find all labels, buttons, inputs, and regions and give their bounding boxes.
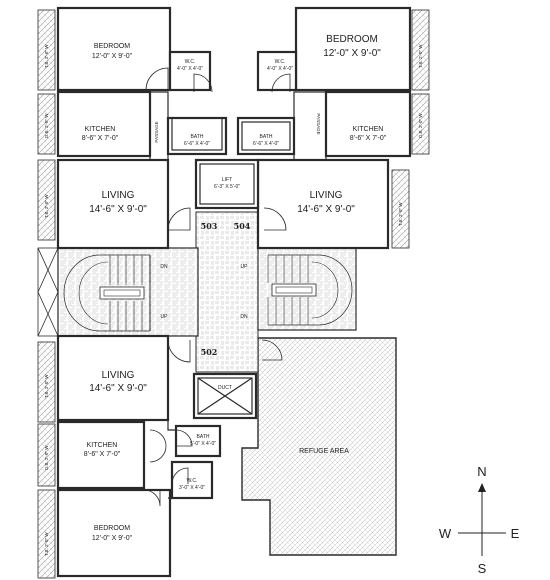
door-swings	[143, 67, 291, 507]
flat-number-503: 503	[201, 221, 218, 231]
room-bedroom-tl	[56, 6, 172, 92]
label-bath-tl-size: 6'-6" X 4'-0"	[184, 141, 210, 147]
compass-arrow-icon	[478, 483, 486, 492]
balcony-label: T.B. 2'-0" W	[44, 374, 49, 398]
flat-number-502: 502	[201, 347, 218, 357]
balcony-labels: T.B. 2'-0" W D.B. 2'-0" W T.B. 2'-0" W T…	[44, 44, 423, 556]
label-bath-tl-name: BATH	[191, 134, 204, 140]
balcony-label: D.B. 2'-0" W	[418, 113, 423, 138]
label-kitchen-b-name: KITCHEN	[87, 442, 118, 449]
label-refuge-area: REFUGE AREA	[299, 448, 349, 455]
balcony-label: T.B. 2'-0" W	[44, 194, 49, 218]
balcony-top-right-2	[411, 93, 430, 155]
room-bath-b	[174, 424, 222, 458]
label-living-tl-name: LIVING	[102, 190, 135, 201]
compass: N S W E	[439, 464, 520, 576]
balcony-label: T.B. 2'-0" W	[418, 44, 423, 68]
balcony-bottom-1	[37, 341, 56, 423]
room-bedroom-b	[56, 488, 172, 578]
shaft-left	[37, 247, 59, 337]
label-bedroom-b-name: BEDROOM	[94, 525, 130, 532]
label-kitchen-tl-name: KITCHEN	[85, 126, 116, 133]
label-bath-b-size: 5'-0" X 4'-0"	[190, 441, 216, 447]
room-kitchen-b	[56, 420, 146, 490]
balcony-label: T.B. 2'-0" W	[398, 202, 403, 226]
balcony-bottom-3	[37, 489, 56, 579]
rooms	[56, 6, 412, 578]
label-living-tr-name: LIVING	[310, 190, 343, 201]
label-wc-b-name: W.C.	[187, 478, 198, 484]
balcony-top-left-2	[37, 93, 56, 155]
label-passage-left: PASSAGE	[154, 121, 159, 142]
room-wc-b	[170, 460, 214, 500]
balcony-top-left-3	[37, 159, 56, 241]
stair-labels: DN UP UP DN	[160, 264, 248, 320]
label-wc-tr-name: W.C.	[275, 59, 286, 65]
room-living-b	[56, 334, 170, 422]
room-kitchen-tr	[324, 90, 412, 158]
balconies	[37, 9, 430, 579]
label-living-b-size: 14'-6" X 9'-0"	[89, 383, 147, 394]
room-wc-tl	[168, 50, 212, 92]
label-stair-dn: DN	[160, 264, 168, 270]
compass-north: N	[477, 464, 486, 479]
label-kitchen-tr-name: KITCHEN	[353, 126, 384, 133]
balcony-top-left-1	[37, 9, 56, 91]
balcony-label: D.B. 2'-0" W	[44, 445, 49, 470]
label-kitchen-tl-size: 8'-6" X 7'-0"	[82, 135, 119, 142]
label-living-b-name: LIVING	[102, 370, 135, 381]
label-stair-up: UP	[161, 314, 169, 320]
label-bedroom-tr-name: BEDROOM	[326, 34, 378, 45]
label-bedroom-tl-size: 12'-0" X 9'-0"	[92, 53, 133, 60]
balcony-label: T.B. 2'-0" W	[44, 44, 49, 68]
label-living-tr-size: 14'-6" X 9'-0"	[297, 204, 355, 215]
balcony-label: T.B. 2'-0" W	[44, 532, 49, 556]
label-passage-right: PASSAGE	[316, 113, 321, 134]
label-stair-dn: DN	[240, 314, 248, 320]
room-kitchen-tl	[56, 90, 152, 158]
label-living-tl-size: 14'-6" X 9'-0"	[89, 204, 147, 215]
compass-east: E	[511, 526, 520, 541]
partitions	[149, 91, 327, 576]
label-stair-up: UP	[241, 264, 249, 270]
label-lift-name: LIFT	[222, 177, 232, 183]
label-bath-b-name: BATH	[197, 434, 210, 440]
compass-south: S	[478, 561, 487, 576]
label-wc-tl-size: 4'-0" X 4'-0"	[177, 66, 203, 72]
label-kitchen-b-size: 8'-6" X 7'-0"	[84, 451, 121, 458]
room-living-tr	[256, 158, 390, 250]
flat-numbers: 503 504 502	[201, 221, 251, 357]
compass-west: W	[439, 526, 452, 541]
room-living-tl	[56, 158, 170, 250]
balcony-bottom-2	[37, 423, 56, 487]
label-bedroom-tr-size: 12'-0" X 9'-0"	[323, 48, 381, 59]
room-bedroom-tr	[294, 6, 412, 92]
label-lift-size: 6'-3" X 5'-0"	[214, 184, 240, 190]
staircase-right	[257, 247, 357, 331]
label-wc-tl-name: W.C.	[185, 59, 196, 65]
room-lift	[194, 158, 260, 210]
balcony-top-right-1	[411, 9, 430, 91]
staircase-left	[57, 247, 199, 337]
label-bath-tr-name: BATH	[260, 134, 273, 140]
label-wc-b-size: 3'-0" X 4'-0"	[179, 485, 205, 491]
label-duct: DUCT	[218, 385, 232, 391]
room-bath-tr	[236, 116, 296, 156]
balcony-top-right-3	[391, 169, 410, 249]
balcony-label: D.B. 2'-0" W	[44, 113, 49, 138]
label-bath-tr-size: 6'-6" X 4'-0"	[253, 141, 279, 147]
label-bedroom-tl-name: BEDROOM	[94, 43, 130, 50]
flat-number-504: 504	[234, 221, 251, 231]
room-labels: BEDROOM 12'-0" X 9'-0" W.C. 4'-0" X 4'-0…	[82, 34, 387, 542]
label-bedroom-b-size: 12'-0" X 9'-0"	[92, 535, 133, 542]
label-kitchen-tr-size: 8'-6" X 7'-0"	[350, 135, 387, 142]
label-wc-tr-size: 4'-0" X 4'-0"	[267, 66, 293, 72]
refuge-area	[241, 337, 397, 556]
